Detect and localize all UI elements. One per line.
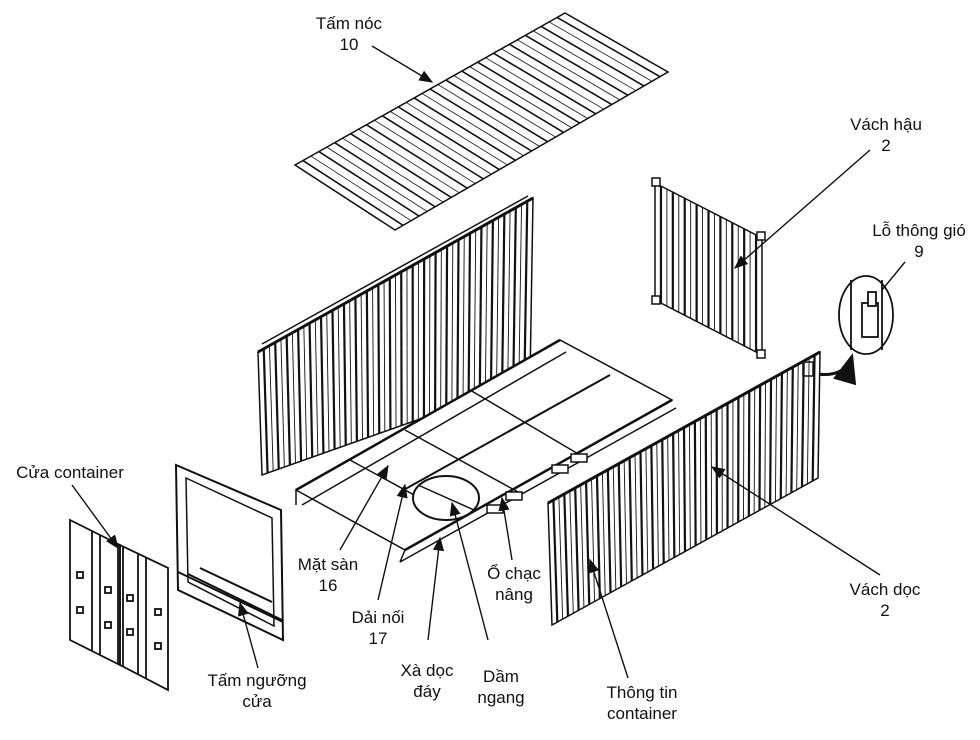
label-container-info: Thông tin container (588, 682, 696, 724)
rear-wall (652, 178, 765, 358)
corrugation-rib (396, 275, 397, 428)
door-frame (176, 465, 283, 640)
leader-door (72, 485, 118, 548)
label-joint-strip: Dải nối 17 (343, 607, 413, 649)
corrugation-rib (706, 415, 707, 539)
corrugation-rib (435, 253, 436, 414)
corrugation-rib (791, 367, 792, 493)
corrugation-rib (700, 418, 701, 542)
door-lock-bracket (155, 609, 161, 615)
label-floor: Mặt sàn 16 (290, 554, 366, 596)
corrugation-rib (695, 421, 696, 545)
corrugation-rib (378, 285, 379, 434)
leader-forklift (502, 498, 512, 560)
leader-rear-wall (735, 150, 870, 268)
door-lock-bracket (77, 572, 83, 578)
vent-detail (839, 276, 893, 354)
label-door-sill: Tấm ngưỡng cửa (198, 670, 316, 712)
label-side-wall: Vách dọc 2 (842, 579, 928, 621)
corrugation-rib (390, 278, 391, 429)
leader-vent (882, 262, 905, 290)
corrugation-rib (684, 428, 685, 552)
door-lock-bracket (105, 622, 111, 628)
corrugation-rib (759, 385, 760, 510)
label-roof: Tấm nóc 10 (312, 13, 386, 55)
container-doors (70, 520, 168, 690)
corrugation-rib (673, 434, 674, 558)
corrugation-rib (446, 246, 447, 410)
door-lock-bracket (105, 587, 111, 593)
corrugation-rib (469, 233, 470, 401)
door-lock-bracket (155, 643, 161, 649)
corrugation-rib (781, 373, 782, 498)
corrugation-rib (457, 240, 458, 406)
leader-bottom-rail (428, 538, 440, 640)
label-bottom-side-rail: Xà dọc đáy (390, 660, 464, 702)
corrugation-rib (355, 297, 357, 441)
door-lock-bracket (127, 629, 133, 635)
label-forklift-pocket: Ổ chạc nâng (478, 563, 550, 605)
door-lock-bracket (77, 607, 83, 613)
label-rear-wall: Vách hậu 2 (843, 114, 929, 156)
door-lock-bracket (127, 595, 133, 601)
corrugation-rib (367, 291, 368, 437)
corrugation-rib (770, 379, 771, 504)
label-vent: Lỗ thông gió 9 (862, 220, 976, 262)
label-cross-member: Dầm ngang (468, 666, 534, 708)
corrugation-rib (662, 440, 663, 564)
label-door: Cửa container (8, 462, 132, 483)
